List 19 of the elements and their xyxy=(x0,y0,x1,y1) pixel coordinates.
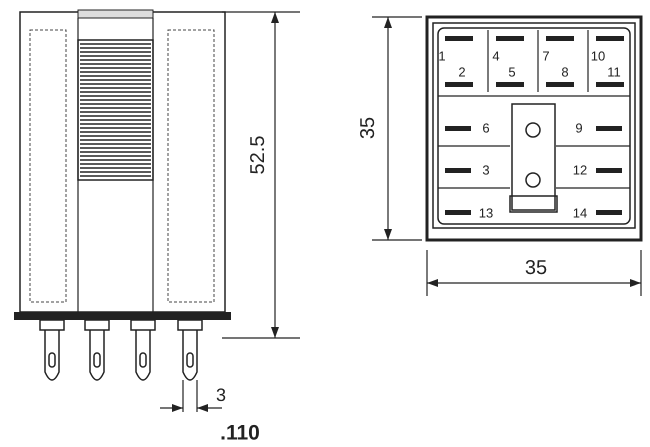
pin-number: 1 xyxy=(438,50,446,62)
pin-number: 14 xyxy=(572,206,588,220)
pin-number: 6 xyxy=(482,122,490,134)
dimension-label: 35 xyxy=(524,258,548,278)
pin-number: 5 xyxy=(508,66,516,78)
pin-number: 2 xyxy=(458,66,466,78)
pin-number: 7 xyxy=(542,50,550,62)
pin-number: 11 xyxy=(607,66,621,78)
pin-number: 8 xyxy=(561,66,569,78)
pin-number: 4 xyxy=(492,50,500,62)
terminal-size-label: .110 xyxy=(220,422,260,444)
pin-number: 12 xyxy=(572,164,588,176)
pin-number: 13 xyxy=(478,206,494,220)
pin-number: 9 xyxy=(575,122,583,134)
pin-number: 10 xyxy=(590,50,606,62)
dimension-label: 3 xyxy=(216,386,226,404)
pin-number: 3 xyxy=(482,164,490,176)
dimension-label: 35 xyxy=(358,116,378,140)
dimension-label: 52.5 xyxy=(248,136,268,174)
